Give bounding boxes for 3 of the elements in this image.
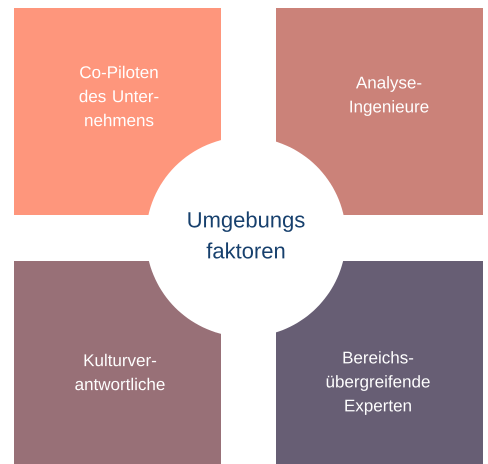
- quadrant-box: Analyse- Ingenieure: [276, 8, 483, 215]
- quadrant-box: Bereichs- übergreifende Experten: [276, 261, 483, 464]
- quadrant-box: Kulturver- antwortliche: [14, 261, 221, 464]
